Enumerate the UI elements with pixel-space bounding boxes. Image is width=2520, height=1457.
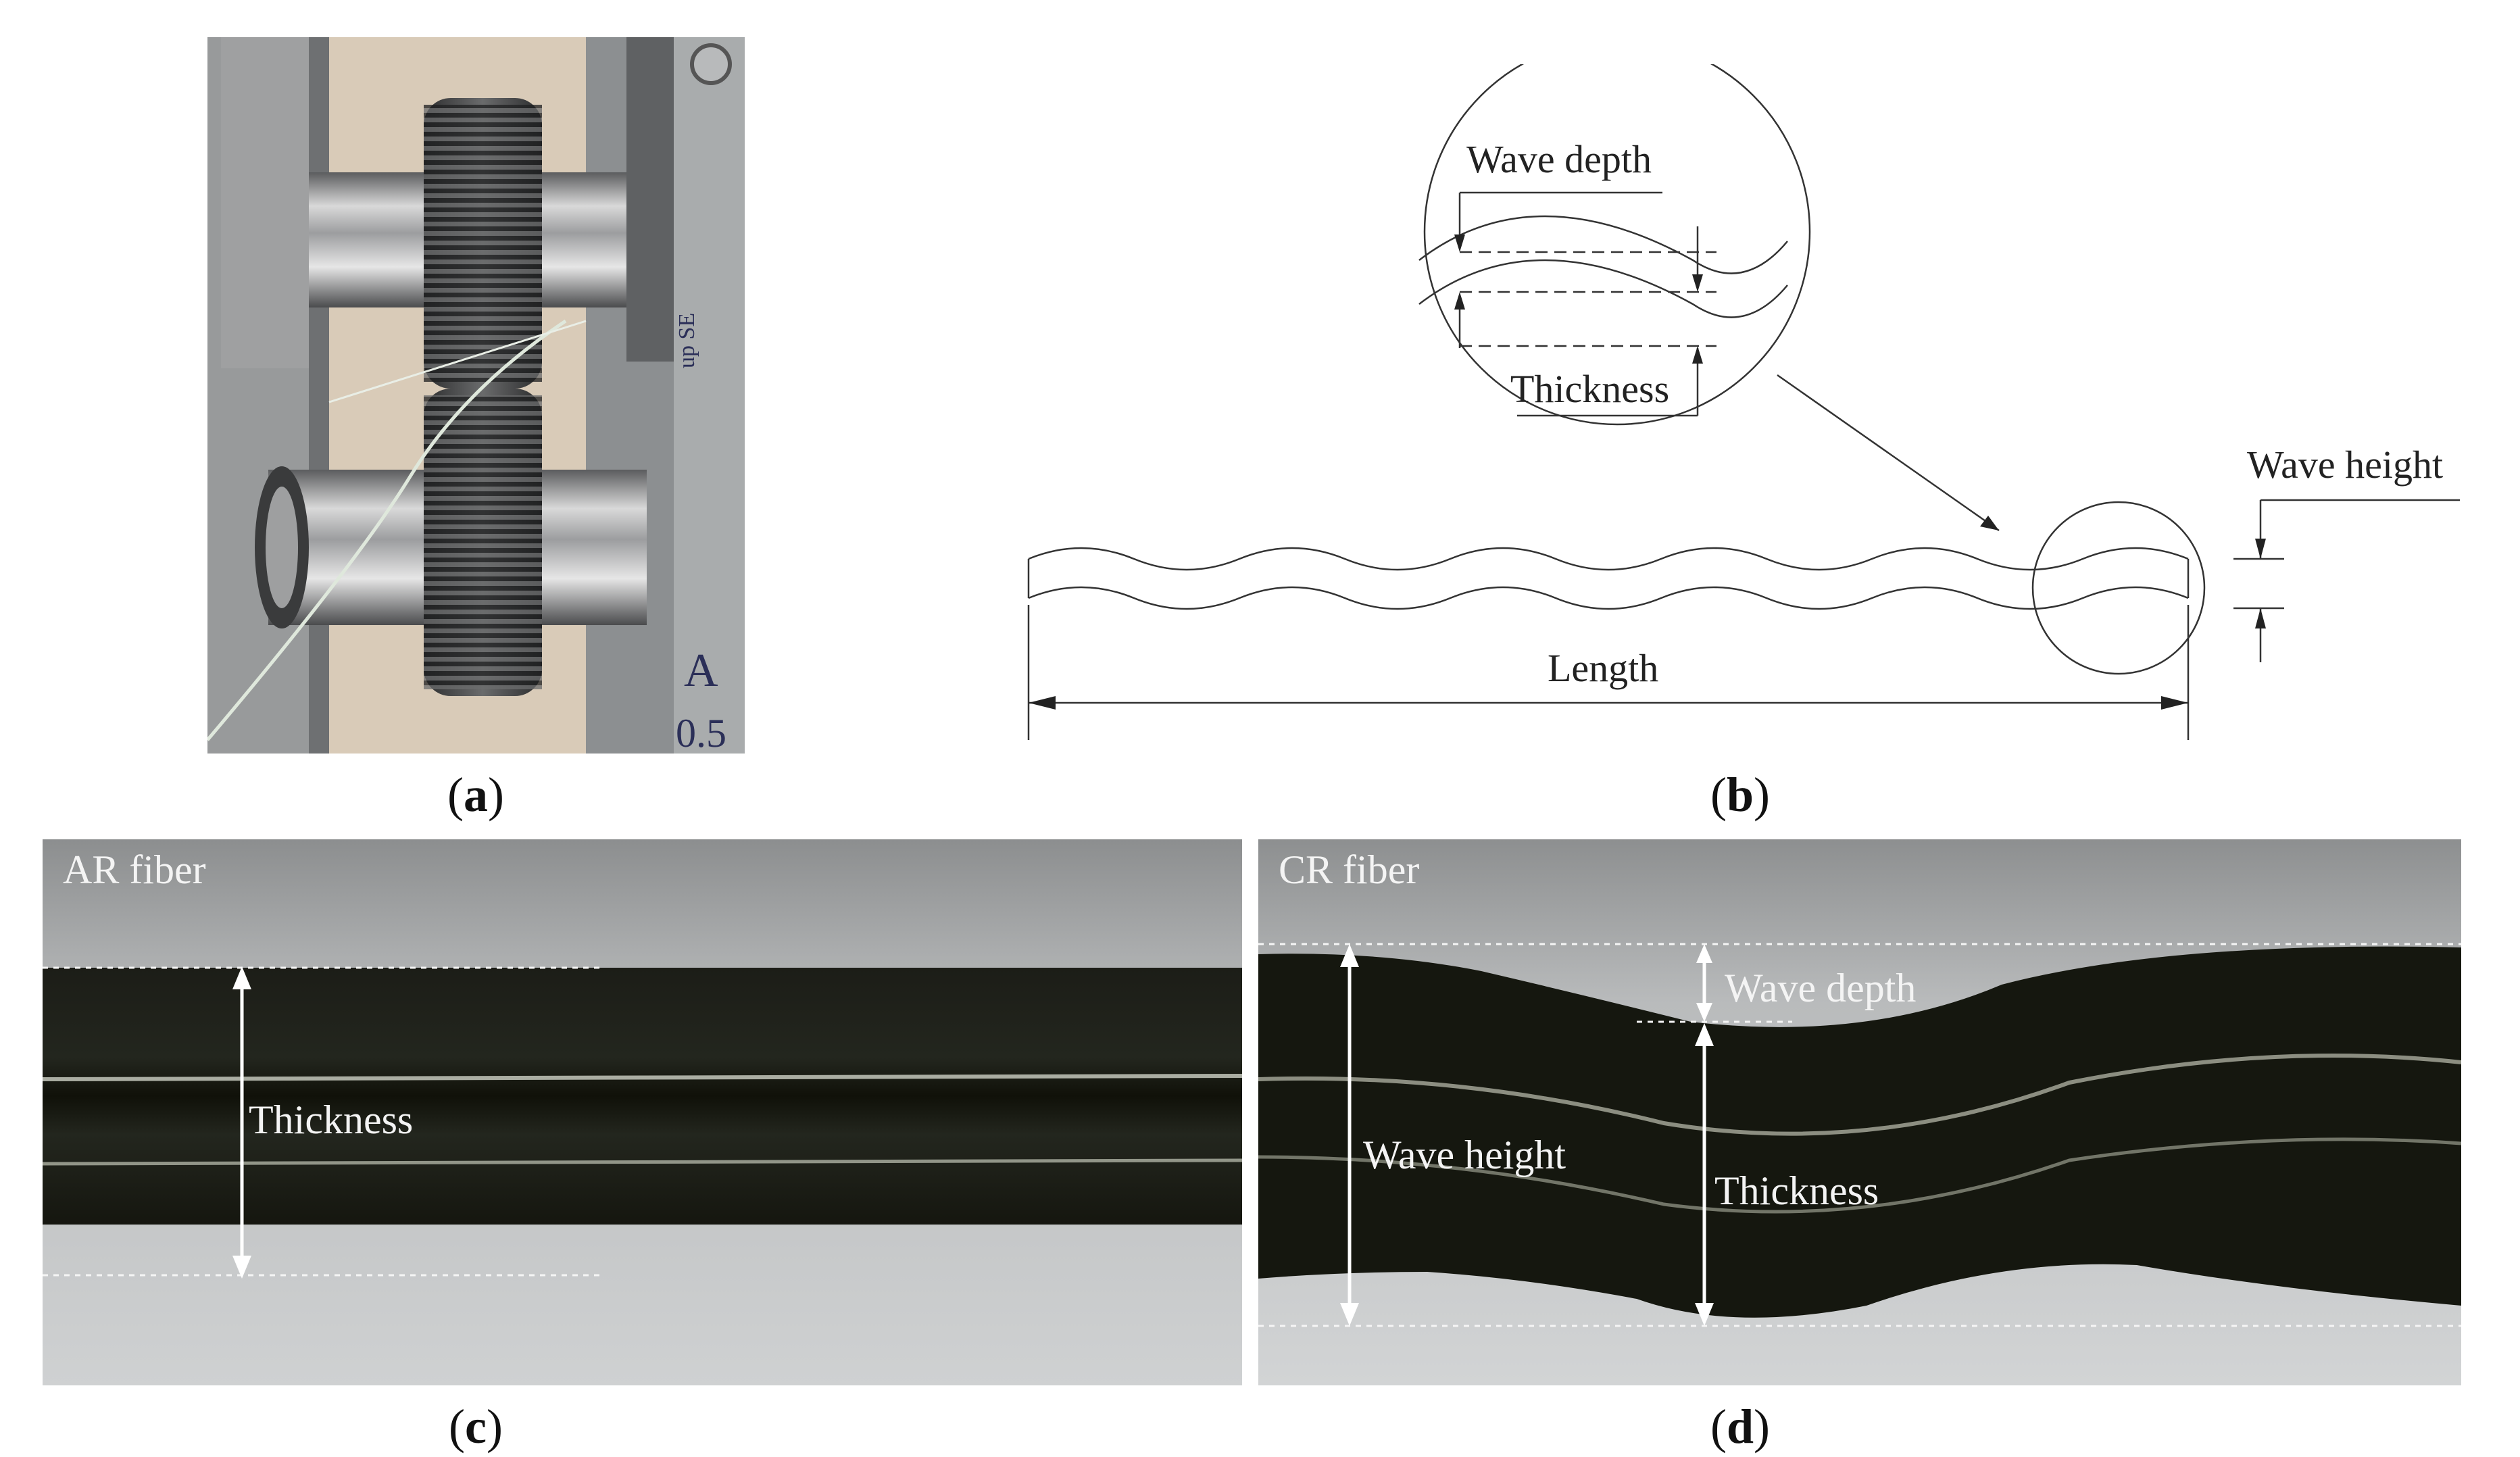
photo-side-note: up SE	[674, 313, 699, 368]
caption-a-letter: a	[464, 768, 488, 822]
gear-crimper-photo: A 0.5 up SE	[206, 37, 745, 756]
caption-c-letter: c	[465, 1400, 487, 1454]
panel-b-diagram: Wave depth Thickness Wave height Length	[1014, 38, 2467, 747]
panel-d-micrograph: CR fiber Wave depth Wave height Thicknes…	[1258, 839, 2462, 1385]
fiber-top-edge	[1028, 547, 2189, 571]
diagram-label-wave-height: Wave height	[2247, 443, 2443, 487]
diagram-label-wave-depth: Wave depth	[1466, 137, 1652, 181]
panel-a-photo: A 0.5 up SE	[206, 37, 745, 756]
caption-d: (d)	[1710, 1400, 1770, 1454]
ar-fiber-micrograph: AR fiber Thickness	[42, 839, 1243, 1385]
diagram-label-length: Length	[1548, 646, 1658, 690]
photo-mark-value: 0.5	[676, 711, 726, 754]
fiber-schematic: Wave depth Thickness Wave height Length	[1027, 38, 2460, 740]
caption-b-letter: b	[1726, 768, 1754, 822]
photo-mark-a: A	[684, 645, 718, 697]
micrograph-d-wave-height-label: Wave height	[1363, 1133, 1566, 1177]
caption-c: (c)	[449, 1400, 503, 1454]
caption-a: (a)	[447, 768, 504, 822]
cr-fiber-micrograph: CR fiber Wave depth Wave height Thicknes…	[1258, 839, 2462, 1385]
caption-d-letter: d	[1726, 1400, 1754, 1454]
detail-circle-small	[2031, 501, 2206, 675]
fiber-bottom-edge	[1028, 586, 2189, 610]
micrograph-d-thickness-label: Thickness	[1714, 1168, 1879, 1213]
panel-c-micrograph: AR fiber Thickness	[42, 839, 1243, 1385]
micrograph-c-title: AR fiber	[63, 847, 206, 892]
micrograph-d-title: CR fiber	[1279, 847, 1419, 892]
micrograph-d-wave-depth-label: Wave depth	[1725, 966, 1916, 1010]
diagram-label-thickness: Thickness	[1510, 367, 1669, 411]
caption-b: (b)	[1710, 768, 1770, 822]
micrograph-c-thickness-label: Thickness	[249, 1097, 413, 1142]
